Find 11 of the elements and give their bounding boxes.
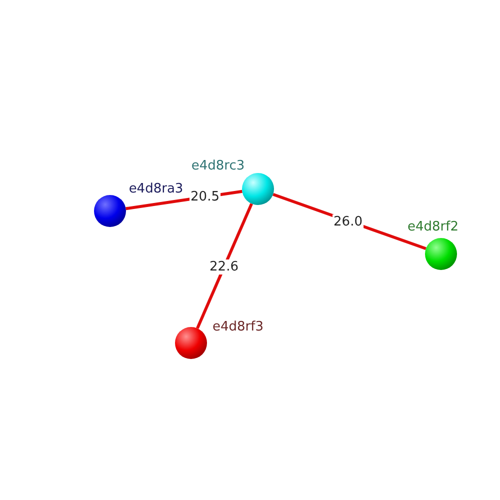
node-label: e4d8ra3 xyxy=(128,182,184,196)
connector-line xyxy=(196,203,253,329)
sphere xyxy=(242,173,274,205)
edge-label: 22.6 xyxy=(208,260,240,274)
node-label: e4d8rf2 xyxy=(408,220,458,234)
edge-label: 26.0 xyxy=(332,214,364,230)
sphere xyxy=(94,195,126,227)
node-label: e4d8rf3 xyxy=(212,320,264,334)
sphere xyxy=(425,238,457,270)
sphere xyxy=(175,327,207,359)
node-label: e4d8rc3 xyxy=(191,158,245,174)
